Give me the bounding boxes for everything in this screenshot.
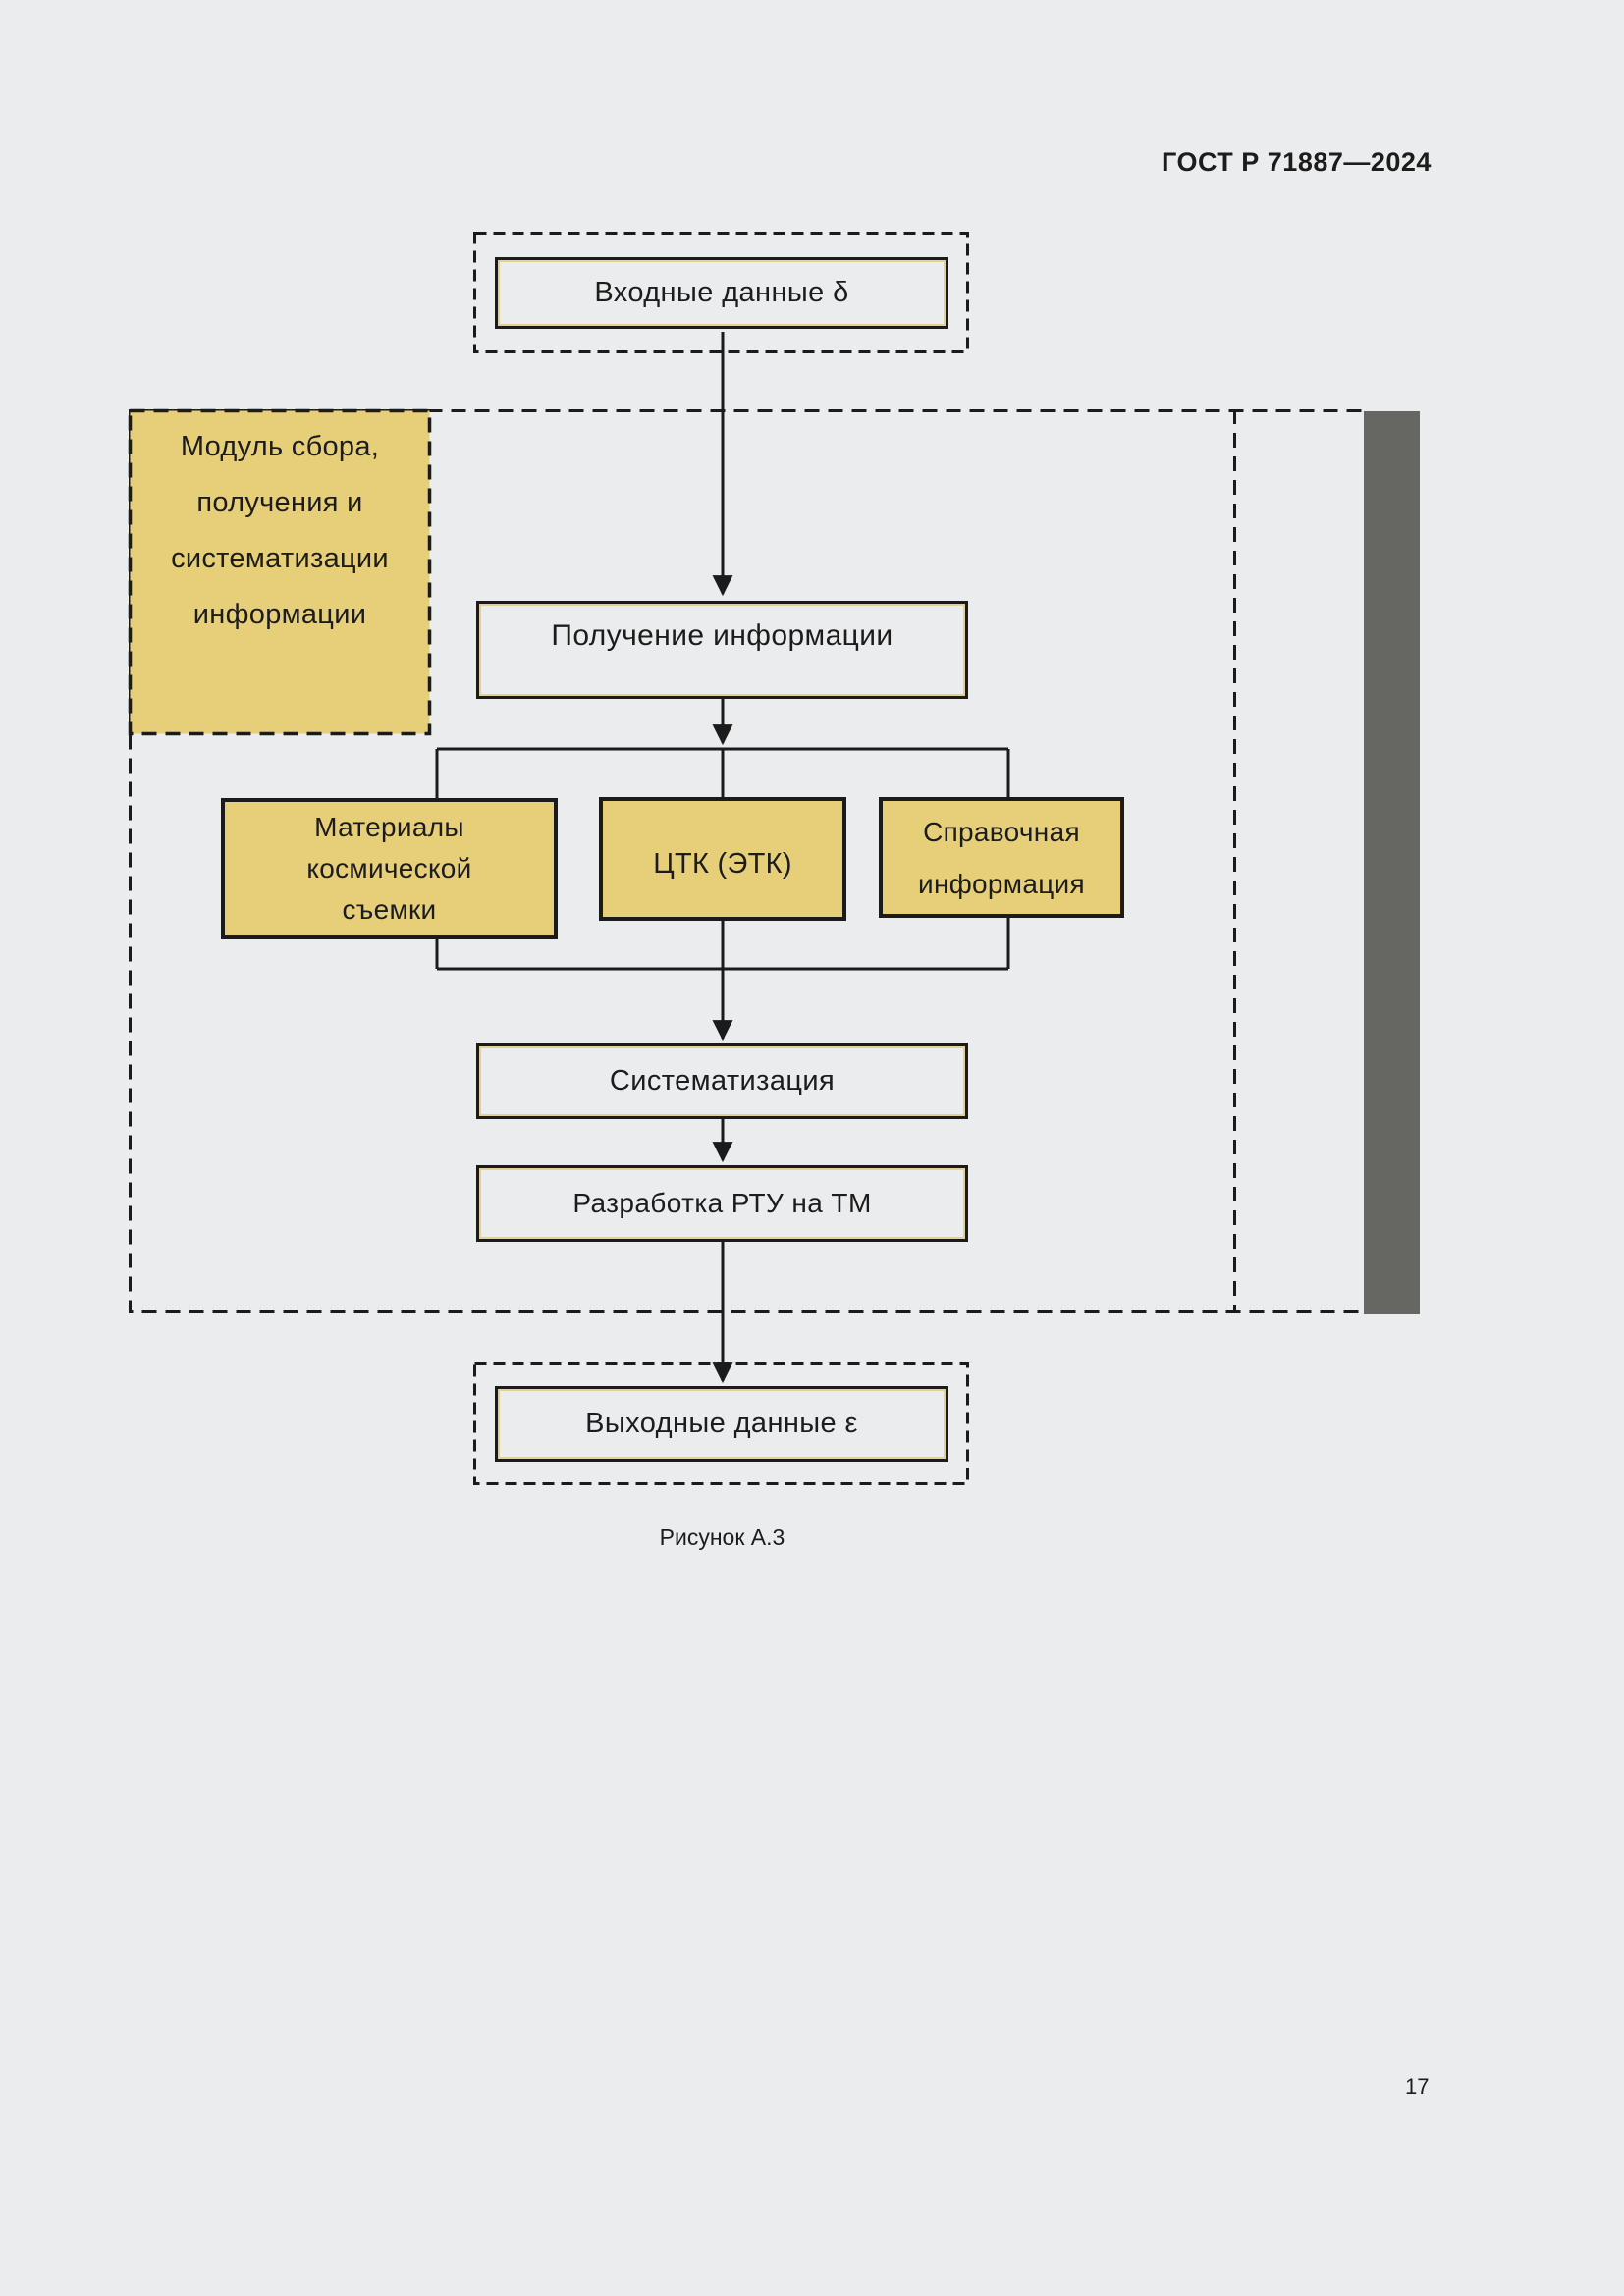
space-imagery-line: съемки: [342, 894, 437, 925]
module-label-line: информации: [192, 599, 367, 630]
module-label: Модуль сбора, получения и систематизации…: [134, 419, 426, 643]
gray-sidebar: [1364, 411, 1420, 1314]
input-data-box: Входные данные δ: [495, 257, 948, 329]
module-boundary-dashed: [129, 409, 1362, 1313]
receive-info-box: Получение информации: [476, 601, 968, 699]
ctk-etk-box: ЦТК (ЭТК): [599, 797, 846, 921]
ctk-etk-label: ЦТК (ЭТК): [653, 847, 792, 880]
module-box-frame: [128, 408, 432, 736]
systematization-box: Систематизация: [476, 1043, 968, 1119]
reference-info-line: Справочная: [923, 816, 1080, 847]
module-label-line: систематизации: [171, 543, 389, 574]
rtu-development-label: Разработка РТУ на ТМ: [572, 1188, 872, 1218]
page-number: 17: [1405, 2074, 1430, 2099]
input-data-label: Входные данные δ: [594, 277, 849, 308]
document-header: ГОСТ Р 71887—2024: [1162, 147, 1432, 177]
reference-info-line: информация: [918, 868, 1085, 899]
module-label-line: получения и: [196, 487, 363, 518]
rtu-development-box: Разработка РТУ на ТМ: [476, 1165, 968, 1242]
space-imagery-box: Материалы космической съемки: [221, 798, 558, 939]
reference-info-box: Справочная информация: [879, 797, 1124, 918]
figure-caption: Рисунок А.3: [659, 1524, 785, 1550]
output-data-box: Выходные данные ε: [495, 1386, 948, 1462]
space-imagery-line: Материалы: [314, 812, 464, 842]
output-data-label: Выходные данные ε: [585, 1408, 858, 1439]
space-imagery-line: космической: [306, 853, 472, 883]
module-label-line: Модуль сбора,: [180, 431, 380, 462]
systematization-label: Систематизация: [609, 1065, 836, 1096]
receive-info-label: Получение информации: [551, 619, 893, 652]
